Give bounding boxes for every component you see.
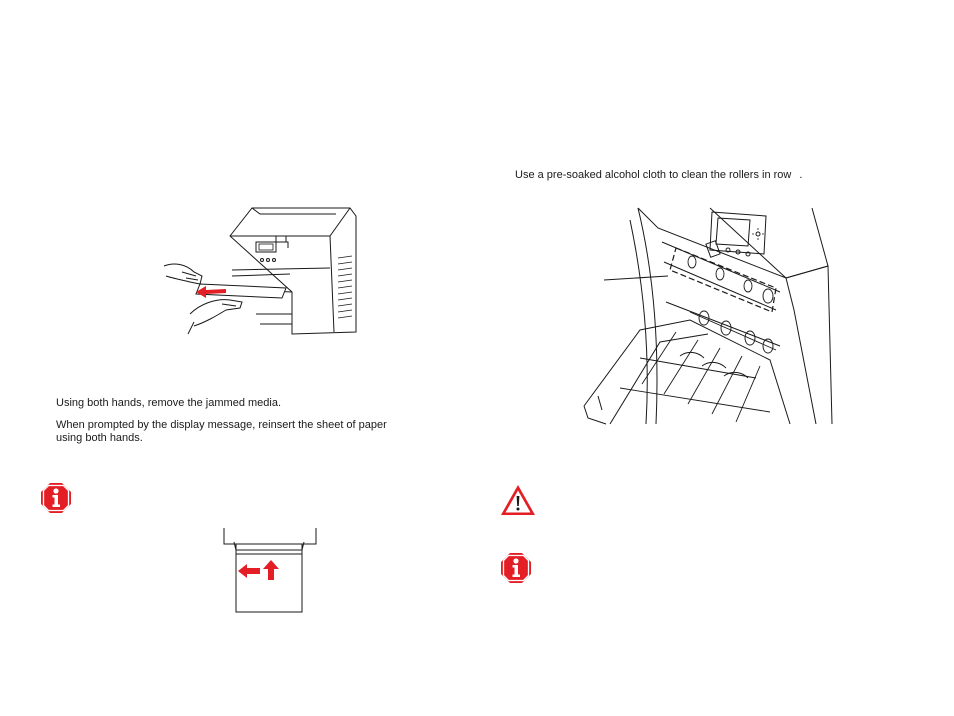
left-arrow-icon	[238, 564, 260, 578]
step-reinsert-line-2: using both hands.	[56, 432, 143, 444]
remove-media-figure	[160, 206, 360, 338]
step-reinsert-line-1: When prompted by the display message, re…	[56, 419, 387, 431]
step-remove-media: Using both hands, remove the jammed medi…	[56, 397, 282, 409]
up-arrow-icon	[263, 560, 279, 580]
warning-triangle-icon	[500, 484, 536, 516]
step-clean-rollers: Use a pre-soaked alcohol cloth to clean …	[515, 169, 802, 182]
info-icon	[40, 482, 72, 514]
step-clean-rollers-period: .	[799, 169, 803, 181]
pull-arrow-icon	[196, 286, 226, 298]
reinsert-paper-diagram	[222, 524, 318, 616]
step-clean-rollers-text: Use a pre-soaked alcohol cloth to clean …	[515, 169, 792, 181]
rollers-figure	[580, 206, 834, 428]
info-icon	[500, 552, 532, 584]
